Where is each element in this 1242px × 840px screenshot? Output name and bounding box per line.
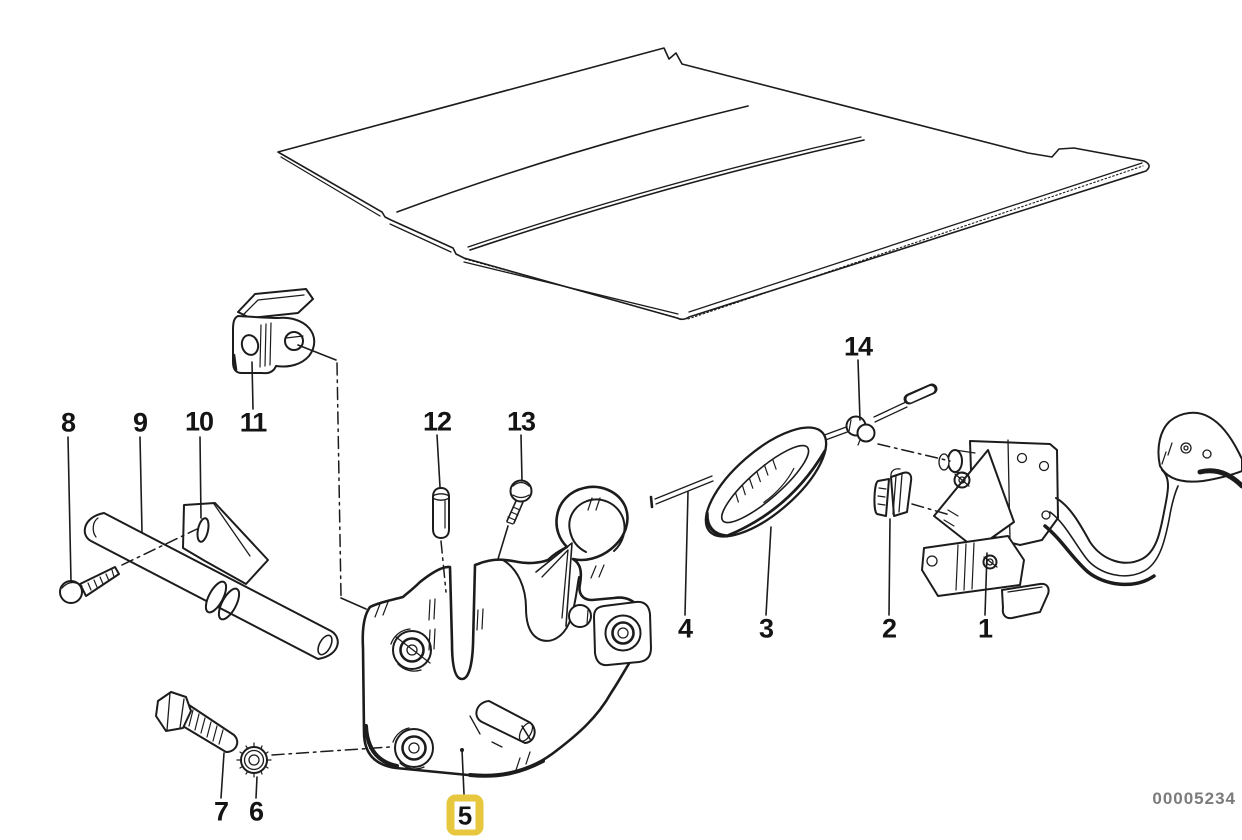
construction-lines — [121, 362, 951, 756]
callout-8[interactable]: 8 — [60, 407, 76, 438]
drawing-number: 00005234 — [1152, 789, 1236, 808]
part-5-hood-lock — [361, 485, 652, 778]
highlighted-callout[interactable]: 5 — [446, 794, 484, 836]
callout-6[interactable]: 6 — [248, 796, 264, 827]
part-13-screw — [506, 479, 533, 525]
callout-10[interactable]: 10 — [184, 406, 214, 437]
callout-13[interactable]: 13 — [506, 406, 536, 437]
callout-2[interactable]: 2 — [881, 613, 897, 644]
callout-3[interactable]: 3 — [758, 613, 774, 644]
part-1-release-bracket — [921, 411, 1242, 620]
callout-14[interactable]: 14 — [843, 331, 873, 362]
callout-9[interactable]: 9 — [132, 407, 148, 438]
hood-panel — [277, 47, 1150, 321]
part-12-pin — [432, 487, 450, 539]
part-9-rod — [83, 512, 339, 660]
leader-lines — [67, 344, 988, 799]
callout-4[interactable]: 4 — [677, 613, 693, 644]
part-6-washer — [236, 742, 272, 778]
part-10-bracket — [182, 502, 269, 585]
part-7-bolt — [155, 691, 239, 753]
callout-1[interactable]: 1 — [977, 613, 993, 644]
highlighted-callout-label: 5 — [454, 801, 476, 829]
callout-12[interactable]: 12 — [422, 406, 452, 437]
part-3-handle — [704, 426, 828, 538]
part-8-screw — [59, 566, 120, 604]
part-14-grommet — [845, 415, 876, 446]
part-2-clip — [873, 468, 913, 517]
part-11-bracket — [232, 288, 316, 375]
callout-7[interactable]: 7 — [213, 796, 229, 827]
callout-11[interactable]: 11 — [239, 407, 268, 438]
part-4-cable — [649, 383, 938, 509]
